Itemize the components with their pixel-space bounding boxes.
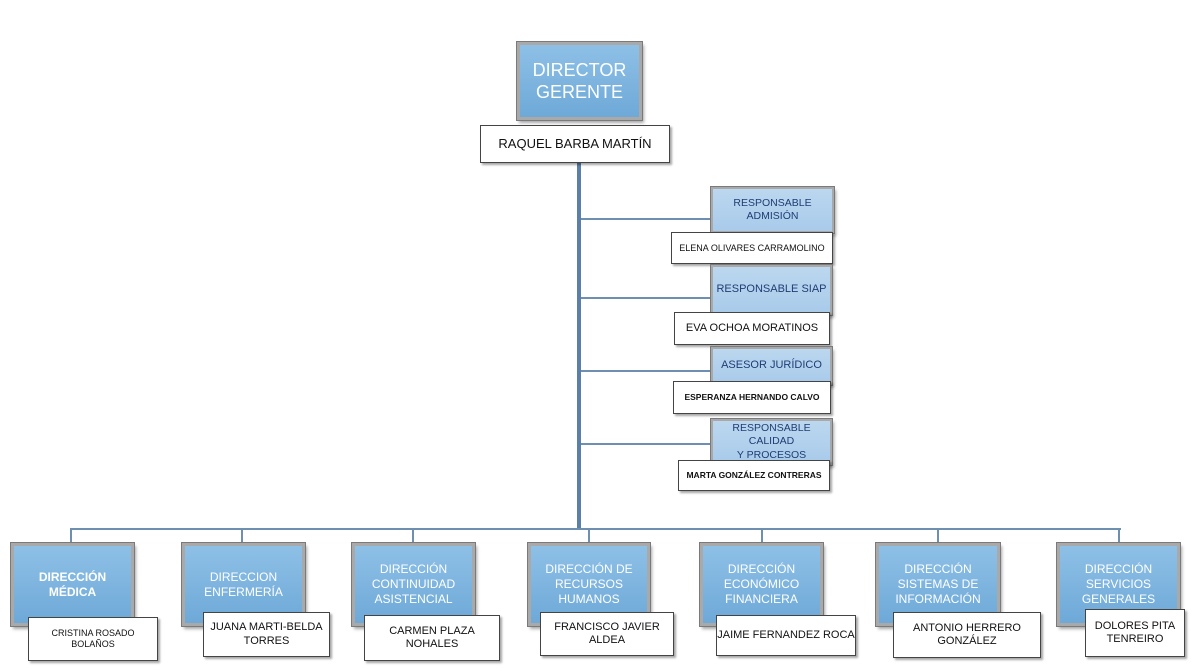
directorate-name-box-4: FRANCISCO JAVIER ALDEA [540, 612, 674, 656]
staff-name-label: ELENA OLIVARES CARRAMOLINO [679, 242, 825, 253]
org-trunk-line [577, 162, 581, 530]
connector-staff-2 [581, 297, 712, 299]
connector-staff-1 [581, 218, 712, 220]
director-role-label: DIRECTOR GERENTE [532, 59, 627, 103]
directorate-role-box-1: DIRECCIÓN MÉDICA [10, 542, 135, 627]
director-name-label: RAQUEL BARBA MARTÍN [498, 136, 652, 152]
directorate-role-label: DIRECCION ENFERMERÍA [204, 569, 283, 599]
directorate-name-label: CARMEN PLAZA NOHALES [389, 624, 475, 650]
staff-role-label: RESPONSABLE ADMISIÓN [733, 196, 812, 222]
drop-2 [241, 528, 243, 544]
drop-6 [937, 528, 939, 544]
drop-3 [412, 528, 414, 544]
directorate-role-box-3: DIRECCIÓN CONTINUIDAD ASISTENCIAL [351, 542, 476, 627]
directorate-role-label: DIRECCIÓN CONTINUIDAD ASISTENCIAL [371, 562, 456, 606]
directorate-name-box-1: CRISTINA ROSADO BOLAÑOS [28, 617, 158, 661]
staff-name-label: EVA OCHOA MORATINOS [685, 321, 819, 334]
drop-5 [761, 528, 763, 544]
staff-role-box-1: RESPONSABLE ADMISIÓN [710, 186, 835, 234]
staff-name-box-4: MARTA GONZÁLEZ CONTRERAS [678, 460, 830, 491]
directorate-name-label: FRANCISCO JAVIER ALDEA [554, 620, 660, 646]
directorate-name-box-6: ANTONIO HERRERO GONZÁLEZ [893, 612, 1041, 658]
directorate-role-box-5: DIRECCIÓN ECONÓMICO FINANCIERA [699, 542, 824, 627]
staff-role-label: ASESOR JURÍDICO [721, 359, 822, 372]
directorate-role-label: DIRECCIÓN SISTEMAS DE INFORMACIÓN [895, 562, 981, 606]
directorate-name-label: JAIME FERNANDEZ ROCA [717, 628, 855, 641]
director-name-box: RAQUEL BARBA MARTÍN [480, 125, 670, 163]
staff-name-box-1: ELENA OLIVARES CARRAMOLINO [671, 232, 833, 264]
staff-role-label: RESPONSABLE SIAP [716, 283, 827, 296]
staff-role-box-3: ASESOR JURÍDICO [710, 346, 833, 386]
staff-role-label: RESPONSABLE CALIDAD Y PROCESOS [732, 422, 811, 461]
staff-name-box-3: ESPERANZA HERNANDO CALVO [673, 381, 831, 414]
directorate-role-label: DIRECCIÓN ECONÓMICO FINANCIERA [723, 562, 800, 606]
connector-staff-3 [581, 370, 712, 372]
directorate-name-label: JUANA MARTI-BELDA TORRES [210, 621, 323, 647]
directorate-name-label: ANTONIO HERRERO GONZÁLEZ [913, 621, 1021, 647]
directorate-role-label: DIRECCIÓN DE RECURSOS HUMANOS [545, 562, 633, 606]
directorate-role-label: DIRECCIÓN SERVICIOS GENERALES [1081, 562, 1156, 606]
drop-4 [588, 528, 590, 544]
drop-7 [1118, 528, 1120, 544]
directorate-name-box-2: JUANA MARTI-BELDA TORRES [203, 612, 330, 657]
staff-name-label: ESPERANZA HERNANDO CALVO [684, 392, 820, 403]
directorate-role-label: DIRECCIÓN MÉDICA [38, 569, 107, 599]
directorate-name-box-5: JAIME FERNANDEZ ROCA [716, 615, 856, 656]
connector-directorates-bar [70, 528, 1121, 530]
director-role-box: DIRECTOR GERENTE [516, 41, 643, 121]
staff-name-box-2: EVA OCHOA MORATINOS [674, 312, 830, 345]
staff-role-box-2: RESPONSABLE SIAP [710, 264, 833, 316]
connector-staff-4 [581, 443, 712, 445]
directorate-name-box-7: DOLORES PITA TENREIRO [1085, 609, 1185, 657]
drop-1 [70, 528, 72, 544]
directorate-name-label: DOLORES PITA TENREIRO [1094, 619, 1176, 645]
staff-role-box-4: RESPONSABLE CALIDAD Y PROCESOS [710, 418, 833, 466]
directorate-name-label: CRISTINA ROSADO BOLAÑOS [51, 628, 135, 649]
directorate-name-box-3: CARMEN PLAZA NOHALES [364, 615, 500, 661]
staff-name-label: MARTA GONZÁLEZ CONTRERAS [686, 470, 822, 481]
